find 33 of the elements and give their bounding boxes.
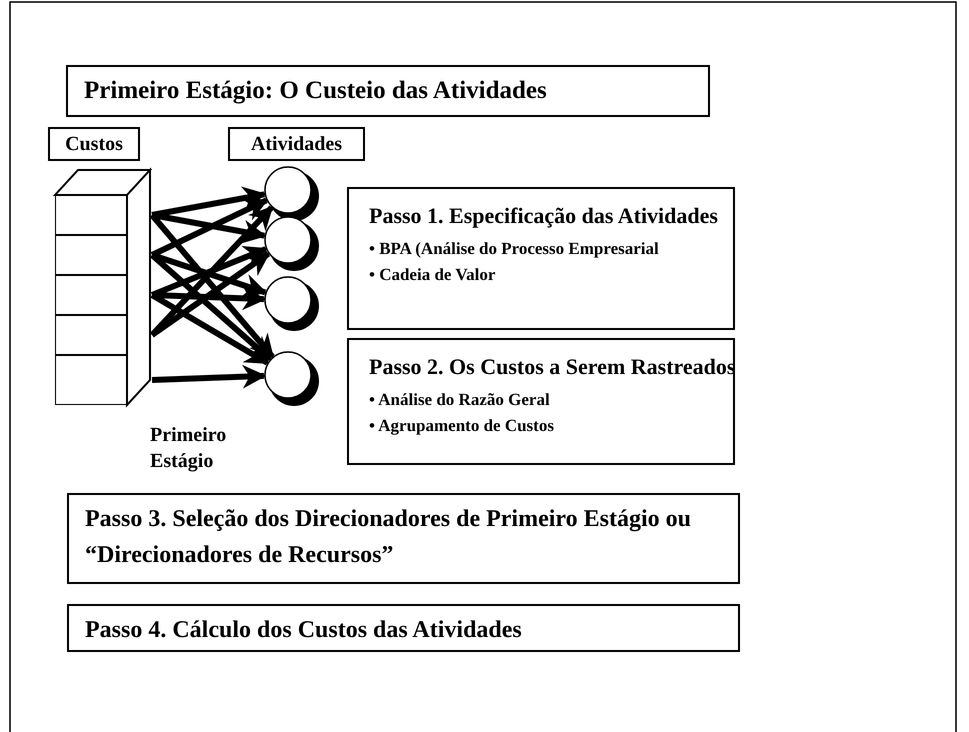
arrow — [150, 251, 270, 338]
step-box — [67, 493, 740, 584]
bullet-item: • Cadeia de Valor — [369, 265, 496, 285]
bullet-item: • Agrupamento de Custos — [369, 416, 554, 436]
step-box — [347, 338, 735, 465]
arrow — [151, 186, 267, 218]
title-box — [66, 65, 710, 117]
step-box — [67, 604, 740, 652]
arrow — [150, 213, 275, 359]
arrow — [152, 286, 266, 310]
cost-cell — [55, 355, 127, 405]
step-box — [347, 187, 735, 330]
bullet-item: • Análise do Razão Geral — [369, 390, 550, 410]
step-text: Passo 3. Seleção dos Direcionadores de Primeiro Estágio ou “Direcionadores de Recursos” — [85, 505, 692, 570]
step-heading: Passo 1. Especificação das Atividades — [369, 203, 718, 229]
header-box — [48, 127, 140, 161]
arrow — [150, 205, 274, 338]
arrow — [152, 364, 266, 389]
arrow — [151, 212, 267, 244]
arrow — [150, 252, 272, 362]
arrow — [150, 292, 270, 366]
header-text: Custos — [64, 132, 124, 157]
step-heading: Passo 2. Os Custos a Serem Rastreados — [369, 354, 736, 380]
header-text: Atividades — [250, 132, 344, 157]
cost-cell — [55, 315, 127, 355]
header-box — [228, 127, 365, 161]
bullet-item: • BPA (Análise do Processo Empresarial — [369, 239, 659, 259]
cost-cell — [55, 195, 127, 235]
cost-cell — [55, 235, 127, 275]
step-text: Passo 4. Cálculo dos Custos das Atividades — [85, 616, 523, 645]
title-text: Primeiro Estágio: O Custeio das Atividades — [84, 76, 547, 106]
stage-label: Primeiro Estágio — [150, 423, 228, 474]
cost-cell — [55, 275, 127, 315]
